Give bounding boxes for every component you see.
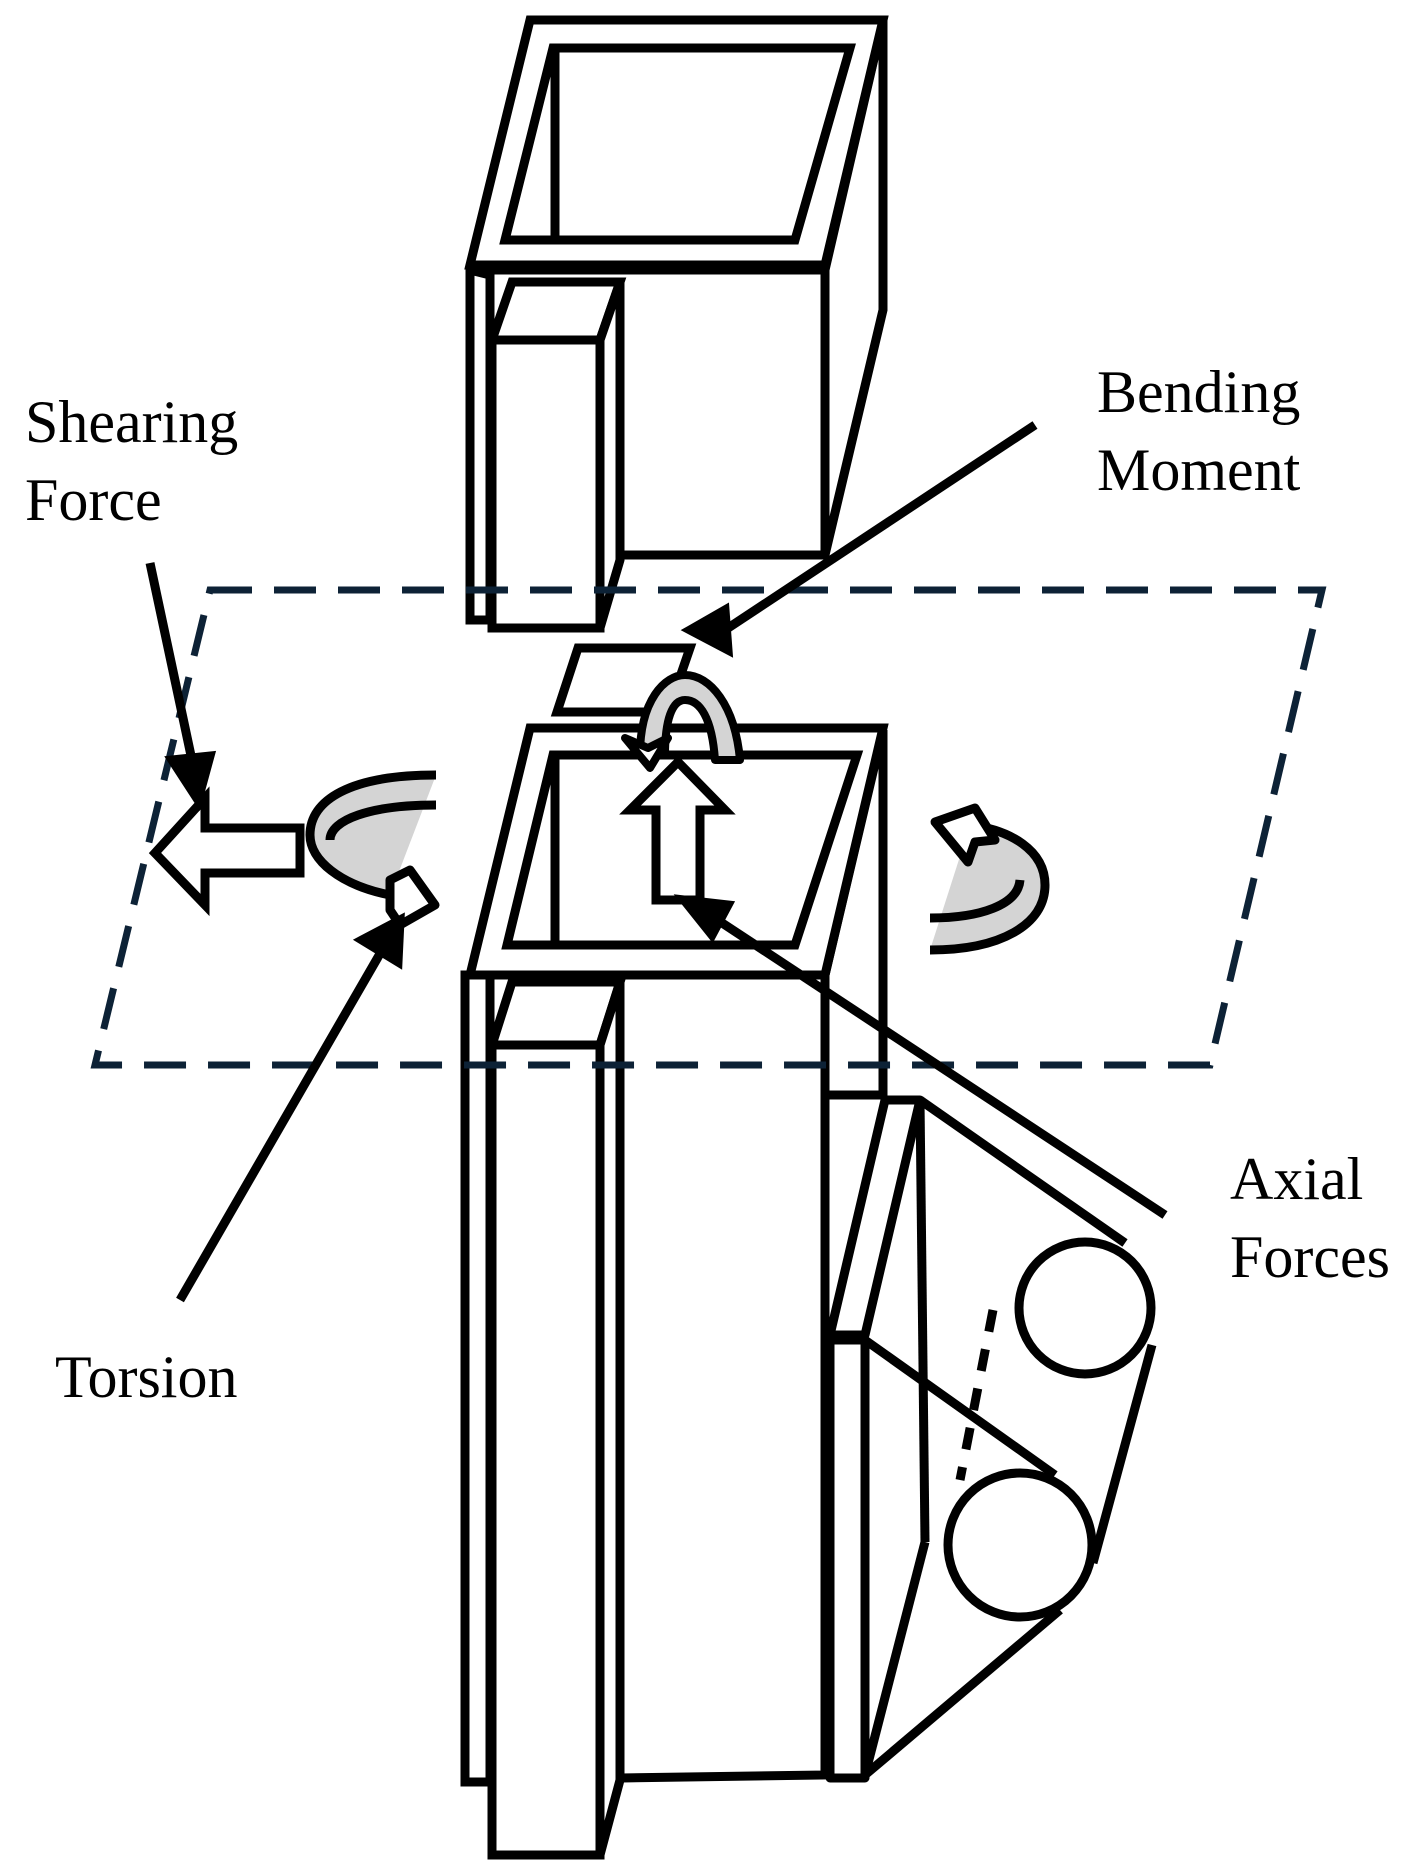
bending-moment-label-line2: Moment — [1097, 437, 1301, 503]
pointer-lines — [145, 421, 1168, 1303]
bending-moment-label: Bending Moment — [1097, 353, 1300, 509]
axial-forces-label-line1: Axial — [1230, 1146, 1364, 1212]
lower-column-sub-side — [595, 980, 625, 1857]
bending-pointer-head — [680, 602, 734, 658]
torsion-arrow-right — [929, 803, 1050, 955]
fixture-plate-upper — [825, 1095, 925, 1340]
upper-column-top-hollow — [499, 43, 856, 245]
axial-force-arrow — [619, 755, 736, 905]
section-plane — [90, 586, 1327, 1069]
bending-moment-symbol — [621, 671, 744, 772]
torsion-pointer-head — [352, 912, 405, 970]
axial-pointer-head — [673, 894, 736, 944]
lower-column-flange — [460, 970, 495, 1787]
lower-column-sub-front — [487, 1040, 605, 1860]
shearing-force-label: Shearing Force — [25, 383, 238, 539]
axial-forces-label: Axial Forces — [1230, 1140, 1390, 1296]
shearing-force-label-line2: Force — [25, 467, 162, 533]
torsion-arrow-left — [305, 770, 440, 930]
axial-forces-label-line2: Forces — [1230, 1224, 1390, 1290]
roller-upper — [1014, 1237, 1156, 1379]
upper-column-sub-front — [487, 335, 605, 633]
upper-column-flange — [465, 264, 495, 625]
bending-moment-label-line1: Bending — [1097, 359, 1301, 425]
upper-column-sub-side — [595, 280, 625, 630]
torsion-label-text: Torsion — [55, 1344, 238, 1410]
shearing-pointer-head — [164, 750, 217, 811]
fixture-plate-lower — [825, 1335, 870, 1783]
upper-column — [464, 15, 889, 633]
torsion-label: Torsion — [55, 1338, 237, 1416]
side-fixture — [825, 1095, 1157, 1783]
shearing-force-label-line1: Shearing — [25, 389, 239, 455]
shearing-force-arrow — [148, 786, 305, 917]
roller-lower — [943, 1468, 1097, 1622]
